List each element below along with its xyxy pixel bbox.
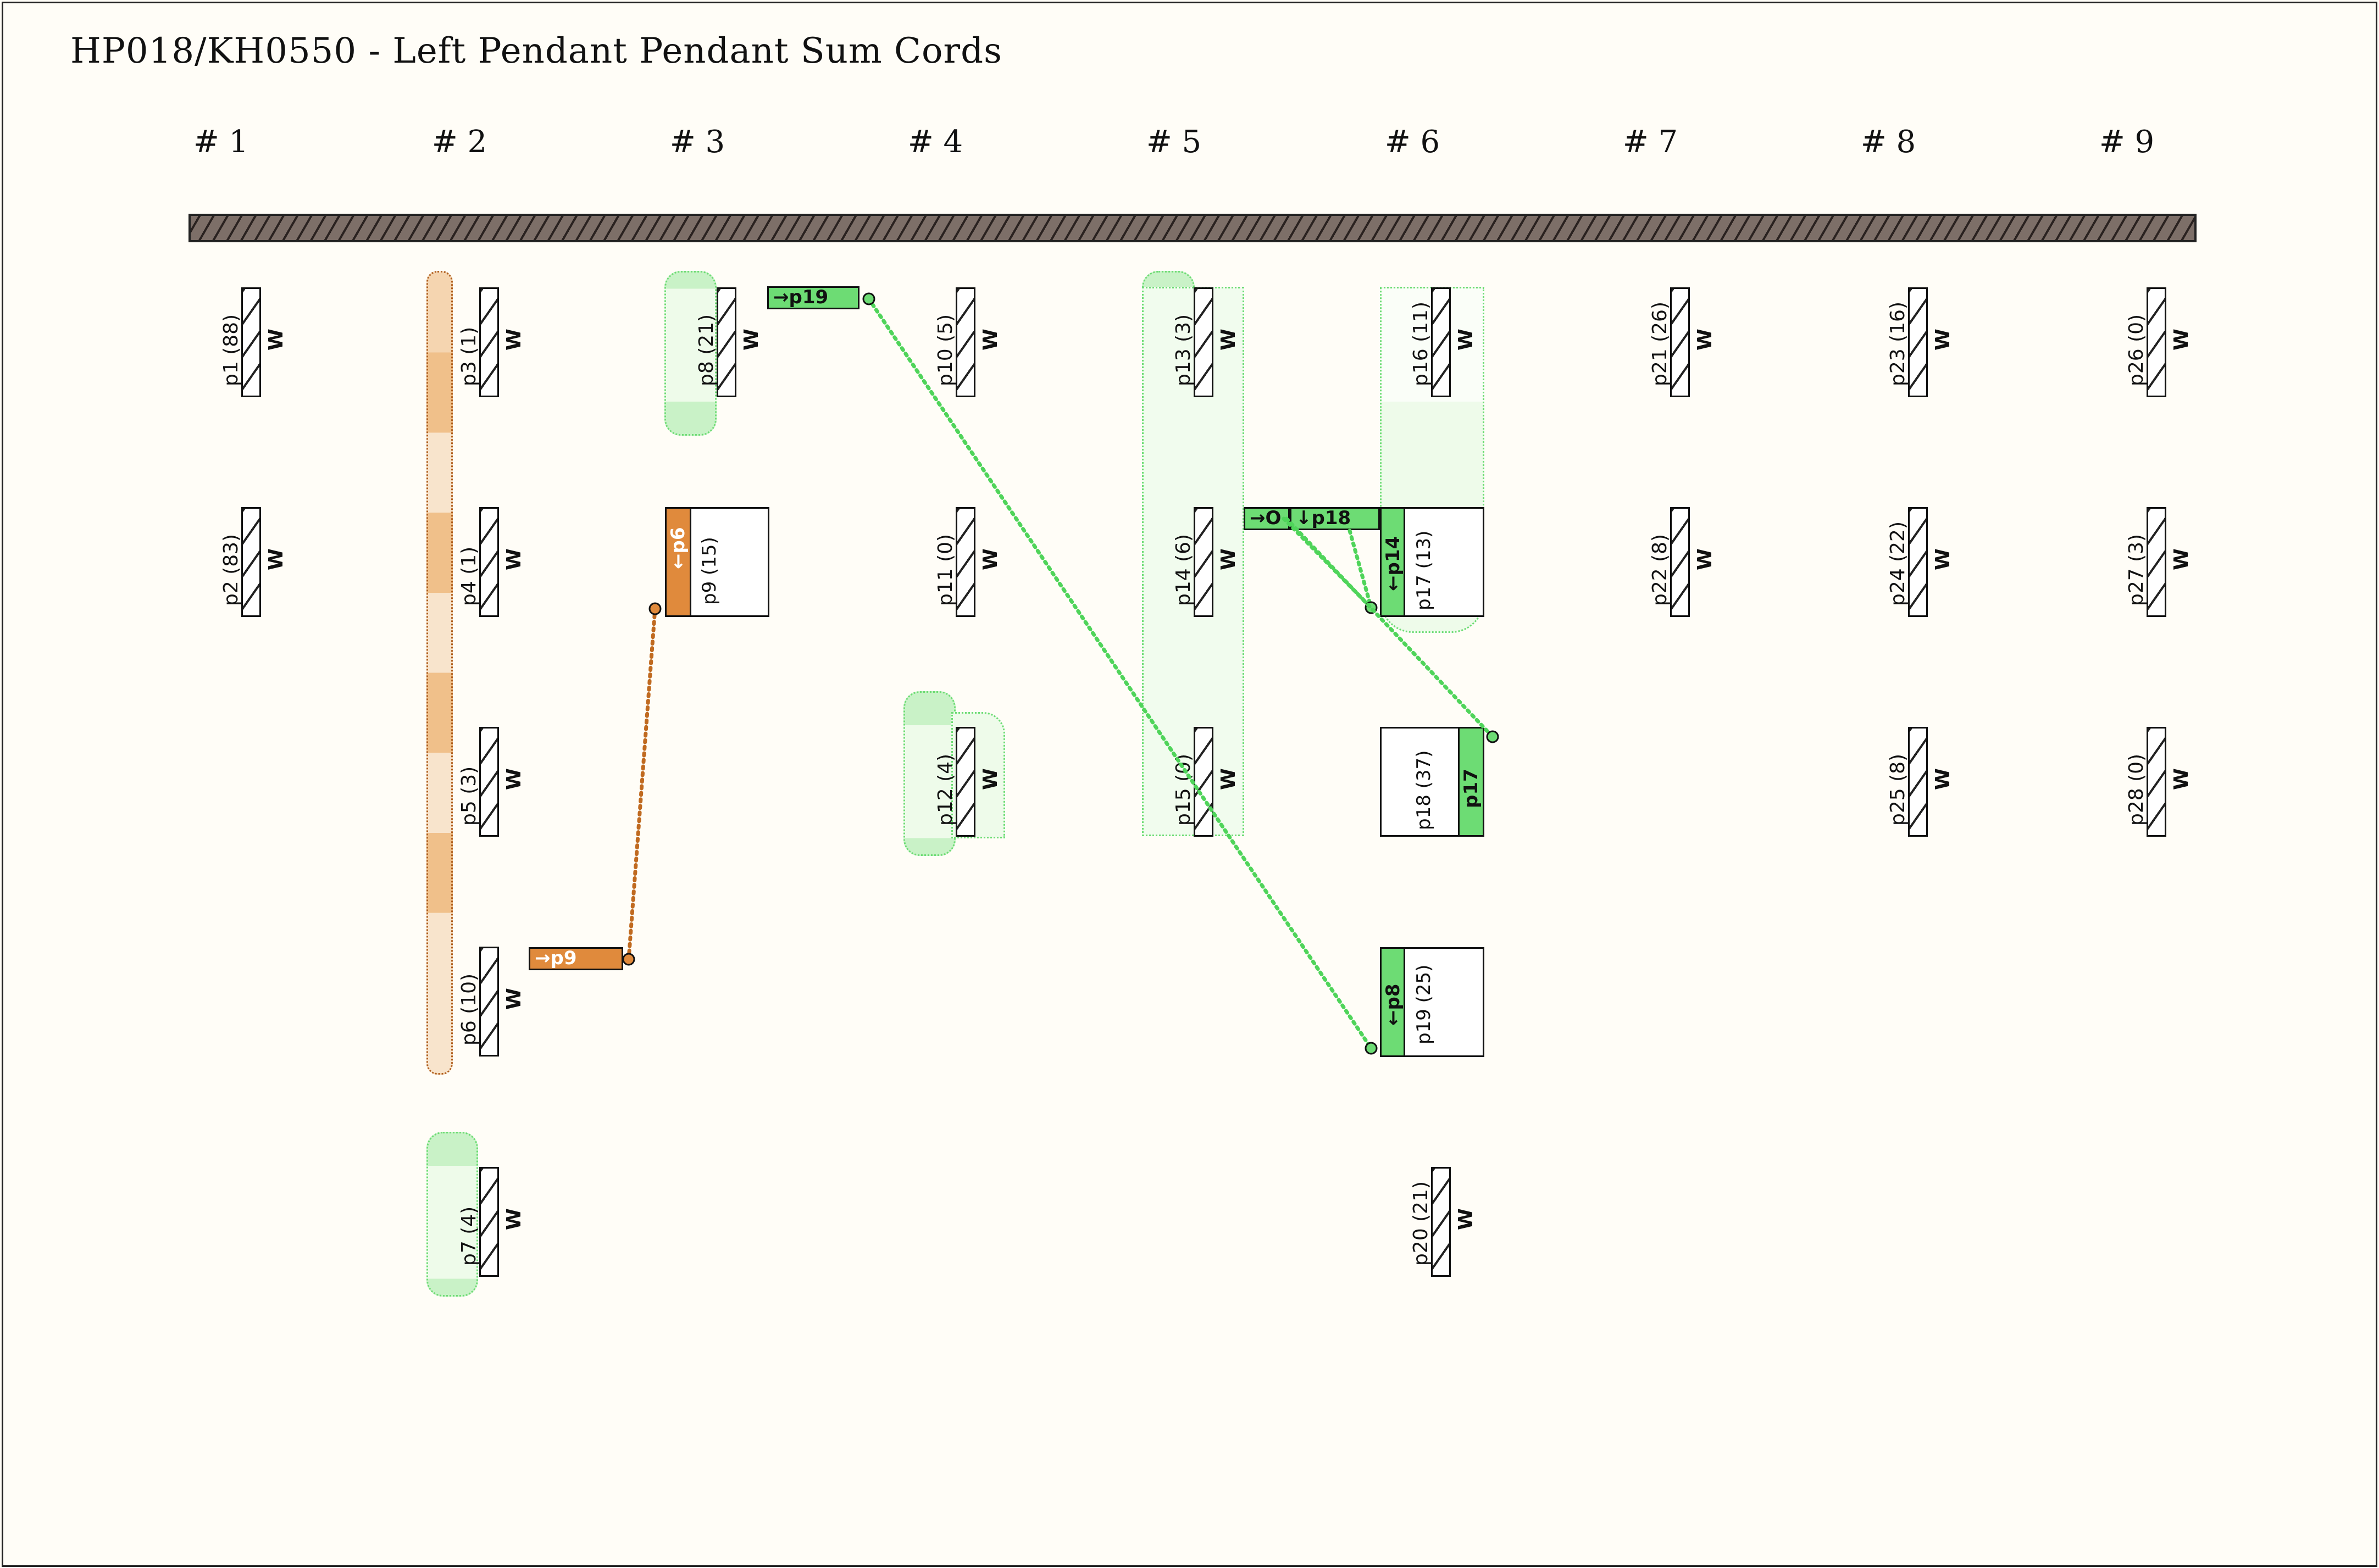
pendant-cord-p4[interactable] bbox=[479, 507, 499, 617]
pendant-cord-p27[interactable] bbox=[2147, 507, 2166, 617]
connector-overlay bbox=[622, 292, 1499, 1055]
to-p19-tag[interactable]: →p19 bbox=[767, 286, 859, 309]
p17-tag[interactable]: p17 bbox=[1458, 727, 1484, 837]
link-p14-p17-b bbox=[1347, 529, 1373, 610]
to-p9-tag[interactable]: →p9 bbox=[529, 947, 623, 970]
group-header-2: # 2 bbox=[431, 124, 487, 160]
pendant-cord-p6[interactable] bbox=[479, 947, 499, 1057]
pendant-cord-p3[interactable] bbox=[479, 287, 499, 397]
pendant-cord-p15[interactable] bbox=[1194, 727, 1213, 837]
pendant-cord-p5[interactable] bbox=[479, 727, 499, 837]
group-header-6: # 6 bbox=[1384, 124, 1440, 160]
link-p18-p17 bbox=[1284, 516, 1495, 739]
pendant-cord-p23[interactable] bbox=[1908, 287, 1928, 397]
diagram-title: HP018/KH0550 - Left Pendant Pendant Sum … bbox=[70, 31, 1002, 71]
pendant-cord-p10[interactable] bbox=[956, 287, 975, 397]
pendant-cord-p1[interactable] bbox=[241, 287, 261, 397]
link-p6-p9-start bbox=[622, 953, 635, 966]
pendant-cord-p22[interactable] bbox=[1670, 507, 1690, 617]
group-header-4: # 4 bbox=[907, 124, 963, 160]
from-p18-tag[interactable]: ↓p18 bbox=[1290, 507, 1380, 530]
group-header-3: # 3 bbox=[669, 124, 725, 160]
pendant-cord-p26[interactable] bbox=[2147, 287, 2166, 397]
pendant-cord-p11[interactable] bbox=[956, 507, 975, 617]
group-header-5: # 5 bbox=[1146, 124, 1202, 160]
from-p14-tag[interactable]: ←p14 bbox=[1380, 507, 1405, 617]
pendant-cord-p21[interactable] bbox=[1670, 287, 1690, 397]
link-p8-p19-start bbox=[862, 292, 875, 305]
pendant-cord-p20[interactable] bbox=[1431, 1167, 1451, 1277]
group-header-9: # 9 bbox=[2099, 124, 2155, 160]
highlight-green-p8 bbox=[664, 271, 717, 436]
highlight-orange-group2 bbox=[426, 271, 453, 1075]
link-p6-p9-end bbox=[648, 602, 662, 615]
link-p8-p19-end bbox=[1365, 1042, 1378, 1055]
pendant-cord-p25[interactable] bbox=[1908, 727, 1928, 837]
primary-cord bbox=[188, 214, 2197, 242]
from-p6-tag[interactable]: ←p6 bbox=[665, 507, 691, 617]
group-header-1: # 1 bbox=[193, 124, 249, 160]
group-header-8: # 8 bbox=[1860, 124, 1916, 160]
pendant-cord-p2[interactable] bbox=[241, 507, 261, 617]
pendant-cord-p24[interactable] bbox=[1908, 507, 1928, 617]
pendant-cord-p28[interactable] bbox=[2147, 727, 2166, 837]
pendant-cord-p13[interactable] bbox=[1194, 287, 1213, 397]
highlight-green-p7 bbox=[426, 1132, 478, 1297]
group-header-7: # 7 bbox=[1622, 124, 1678, 160]
pendant-cord-p8[interactable] bbox=[717, 287, 736, 397]
pendant-cord-p7[interactable] bbox=[479, 1167, 499, 1277]
pendant-cord-p12[interactable] bbox=[956, 727, 975, 837]
highlight-green-group5-outer bbox=[1142, 287, 1244, 836]
from-p8-tag[interactable]: ←p8 bbox=[1380, 947, 1405, 1057]
link-p8-p19 bbox=[867, 297, 1373, 1050]
pendant-cord-p16[interactable] bbox=[1431, 287, 1451, 397]
link-p18-p17-end bbox=[1486, 730, 1499, 743]
link-p6-p9 bbox=[626, 607, 657, 961]
pendant-cord-p14[interactable] bbox=[1194, 507, 1213, 617]
